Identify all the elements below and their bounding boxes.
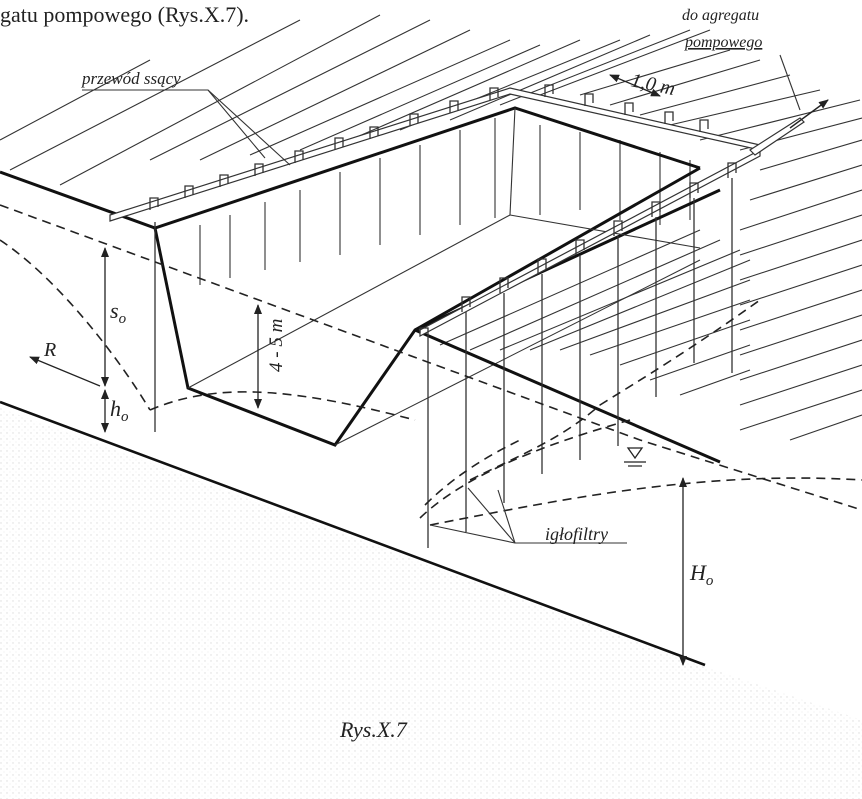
- suction-pipe: [109, 87, 829, 337]
- pit-wall-lines: [199, 118, 691, 285]
- soil-texture: [0, 408, 862, 799]
- label-pump: do agregatu: [682, 7, 759, 24]
- caption: Rys.X.7: [339, 717, 408, 742]
- top-text-fragment: gatu pompowego (Rys.X.7).: [0, 2, 249, 27]
- excavation-pit: [0, 106, 721, 464]
- label-depth: 4 - 5 m: [266, 319, 287, 372]
- wellpoints: [154, 162, 737, 548]
- riser-loops: [149, 84, 709, 210]
- impermeable-base: [0, 400, 706, 667]
- label-radius: R: [43, 339, 56, 361]
- dimension-lines: [29, 74, 687, 666]
- water-table: [0, 204, 862, 526]
- label-head: ho: [110, 396, 129, 425]
- outlet-arrow: [789, 99, 829, 129]
- water-level-symbol: [624, 447, 646, 467]
- label-wellpoints: igłofiltry: [545, 524, 608, 544]
- label-pump-line2: pompowego: [684, 34, 762, 51]
- label-spacing: 1,0 m: [629, 69, 677, 100]
- ground-hatching: [0, 14, 862, 441]
- label-drawdown: so: [110, 298, 127, 327]
- label-suction-pipe: przewód ssący: [81, 69, 181, 88]
- leader-lines: [82, 54, 801, 544]
- label-aquifer: Ho: [689, 560, 714, 589]
